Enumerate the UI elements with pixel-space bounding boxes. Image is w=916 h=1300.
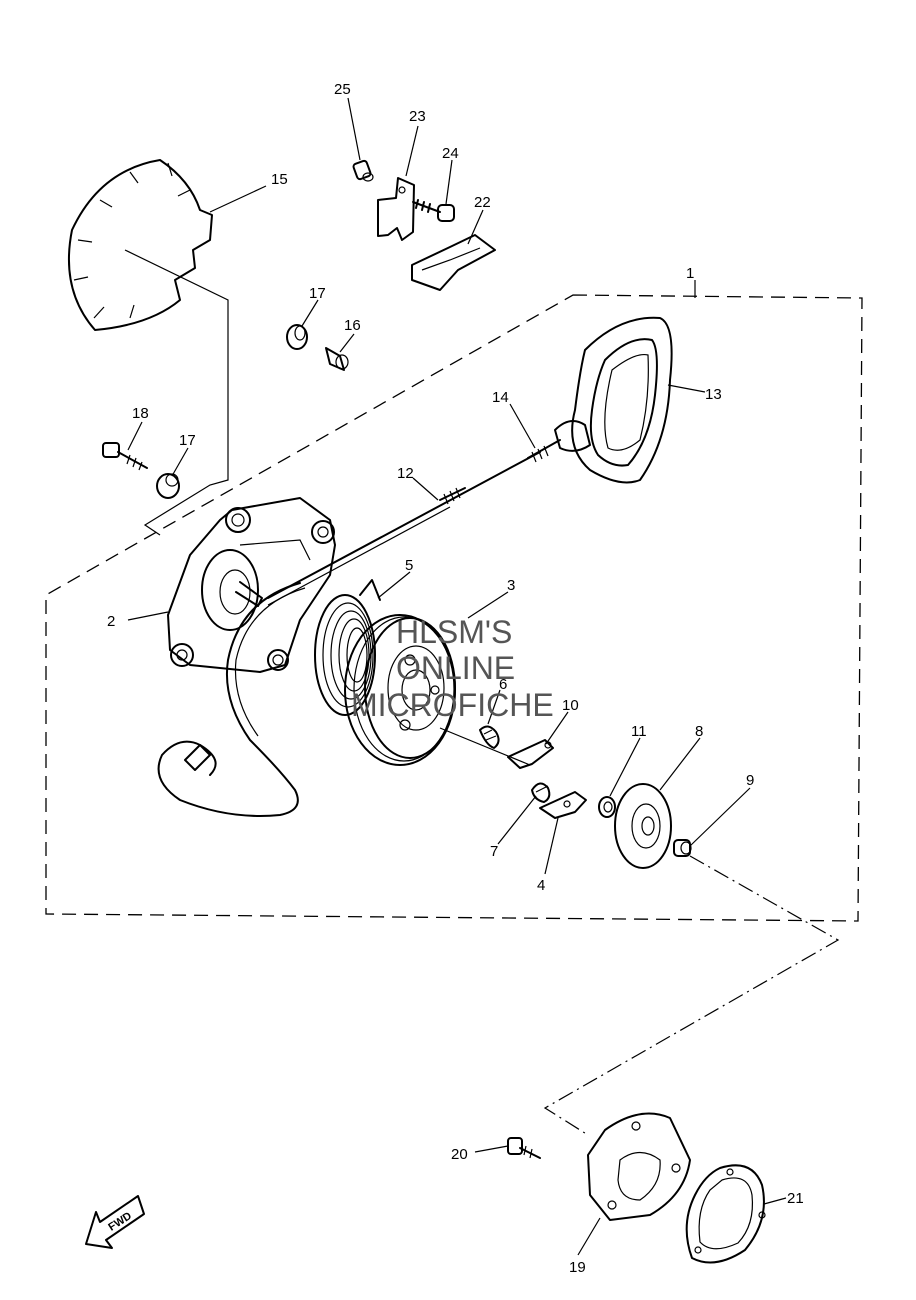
watermark-line-2: ONLINE [396, 650, 515, 686]
assembly-boundary [45, 294, 863, 922]
callout-15: 15 [271, 171, 288, 188]
part-17-collar-lower [156, 473, 180, 499]
part-17-collar-upper [286, 324, 308, 350]
callout-9: 9 [746, 772, 754, 789]
callout-21: 21 [787, 1190, 804, 1207]
callout-17-lower: 17 [179, 432, 196, 449]
callout-7: 7 [490, 843, 498, 860]
part-15-decal [67, 159, 229, 536]
part-25-nut [352, 159, 374, 182]
part-18-bolt [102, 442, 148, 471]
starter-rope-loop [157, 582, 301, 817]
part-21-gasket [685, 1164, 766, 1264]
callout-8: 8 [695, 723, 703, 740]
part-2-case [167, 497, 336, 673]
part-16-collar [325, 347, 349, 371]
callout-2: 2 [107, 613, 115, 630]
part-4-ratchet [539, 791, 587, 819]
leader-lines [127, 97, 787, 1256]
callout-20: 20 [451, 1146, 468, 1163]
part-11-washer [598, 796, 616, 818]
part-7-spring [531, 782, 551, 803]
callout-17-upper: 17 [309, 285, 326, 302]
part-22-clip [411, 234, 496, 291]
callout-4: 4 [537, 877, 545, 894]
callout-12: 12 [397, 465, 414, 482]
callout-13: 13 [705, 386, 722, 403]
callout-23: 23 [409, 108, 426, 125]
assembly-link-line [543, 855, 840, 1136]
callout-24: 24 [442, 145, 459, 162]
callout-1: 1 [686, 265, 694, 282]
part-6-spring [479, 725, 500, 749]
callout-11: 11 [631, 723, 647, 740]
part-24-bolt [412, 199, 455, 222]
part-13-handle [571, 316, 673, 484]
watermark-line-1: HLSM'S [396, 614, 512, 650]
part-19-cup [587, 1112, 691, 1221]
watermark: HLSM'S ONLINE MICROFICHE [351, 614, 554, 723]
part-3-reel [344, 614, 456, 766]
part-9-bolt [673, 839, 692, 857]
callout-16: 16 [344, 317, 361, 334]
watermark-line-3: MICROFICHE [351, 687, 554, 723]
callout-22: 22 [474, 194, 491, 211]
part-20-bolt [507, 1137, 541, 1159]
part-23-bracket [377, 177, 415, 241]
callout-19: 19 [569, 1259, 586, 1276]
part-14-rope-end [527, 420, 591, 463]
callout-25: 25 [334, 81, 351, 98]
callout-18: 18 [132, 405, 149, 422]
callout-14: 14 [492, 389, 509, 406]
callout-6: 6 [499, 676, 507, 693]
part-8-plate [614, 783, 672, 869]
part-12-rope [267, 451, 541, 606]
callout-3: 3 [507, 577, 515, 594]
fwd-arrow-badge: FWD [85, 1195, 145, 1249]
callout-10: 10 [562, 697, 579, 714]
callout-5: 5 [405, 557, 413, 574]
part-10-pawl [507, 739, 554, 769]
